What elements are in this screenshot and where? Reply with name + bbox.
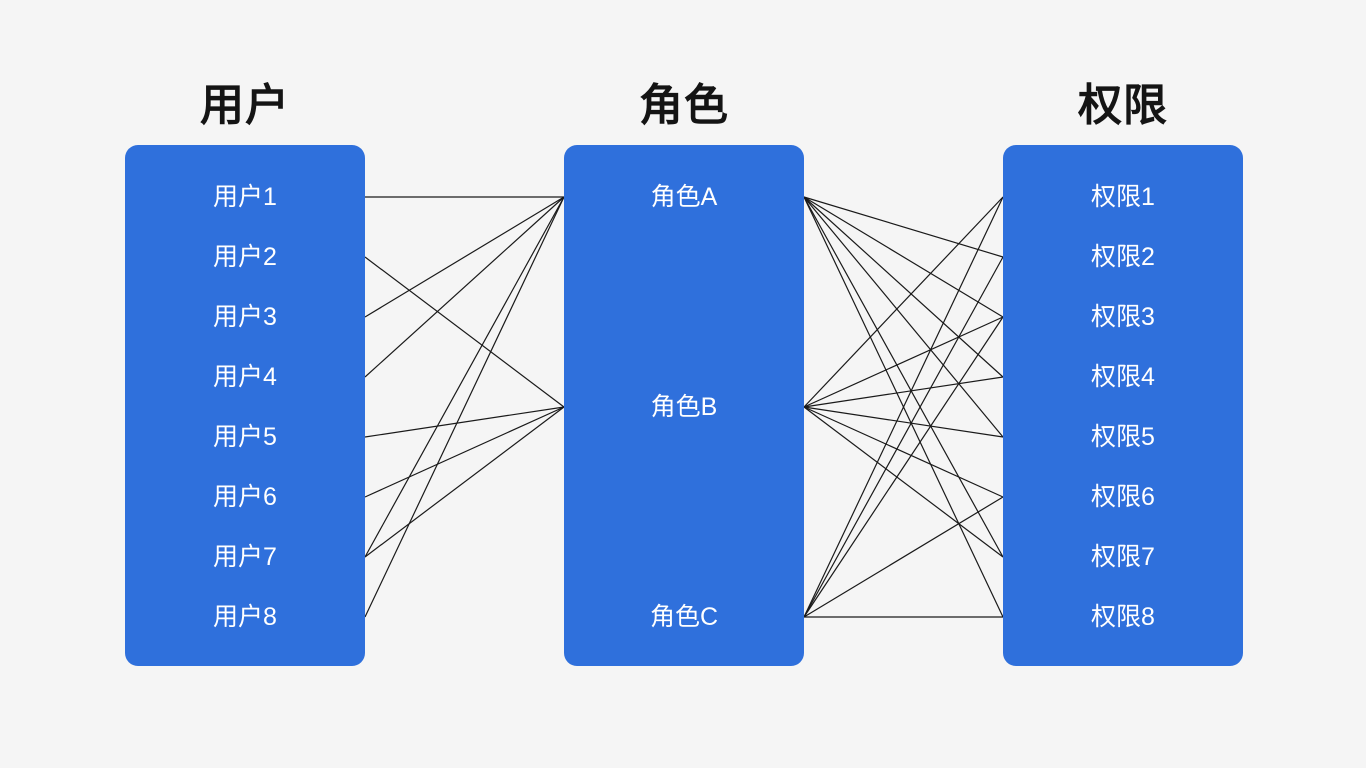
node-p6[interactable]: 权限6 xyxy=(1091,483,1155,511)
node-u3[interactable]: 用户3 xyxy=(213,303,277,331)
panel-users[interactable] xyxy=(125,145,365,666)
edge-rB-p4 xyxy=(803,376,1004,408)
edge-rA-p5 xyxy=(803,196,1004,438)
edge-rB-p3 xyxy=(803,316,1004,408)
edge-u8-rA xyxy=(364,196,565,618)
edge-u2-rB xyxy=(364,256,565,408)
edge-u5-rB xyxy=(364,406,565,438)
node-p8[interactable]: 权限8 xyxy=(1091,603,1155,631)
edge-rB-p6 xyxy=(803,406,1004,498)
panel-roles[interactable] xyxy=(564,145,804,666)
edge-rB-p7 xyxy=(803,406,1004,558)
edge-rA-p3 xyxy=(803,196,1004,318)
column-title-permissions: 权限 xyxy=(1078,81,1168,130)
node-p4[interactable]: 权限4 xyxy=(1091,363,1155,391)
panel-permissions[interactable] xyxy=(1003,145,1243,666)
edge-rA-p4 xyxy=(803,196,1004,378)
node-u8[interactable]: 用户8 xyxy=(213,603,277,631)
node-p5[interactable]: 权限5 xyxy=(1091,423,1155,451)
node-u1[interactable]: 用户1 xyxy=(213,183,277,211)
edge-rB-p1 xyxy=(803,196,1004,408)
node-p7[interactable]: 权限7 xyxy=(1091,543,1155,571)
edge-u7-rA xyxy=(364,196,565,558)
edge-rC-p6 xyxy=(803,496,1004,618)
node-p1[interactable]: 权限1 xyxy=(1091,183,1155,211)
column-title-users: 用户 xyxy=(200,81,290,130)
edge-rC-p3 xyxy=(803,316,1004,618)
edge-rC-p2 xyxy=(803,256,1004,618)
edge-rA-p7 xyxy=(803,196,1004,558)
column-title-roles: 角色 xyxy=(639,81,729,130)
node-p2[interactable]: 权限2 xyxy=(1091,243,1155,271)
node-rB[interactable]: 角色B xyxy=(650,393,718,421)
edge-u3-rA xyxy=(364,196,565,318)
node-rA[interactable]: 角色A xyxy=(650,183,718,211)
node-u7[interactable]: 用户7 xyxy=(213,543,277,571)
node-p3[interactable]: 权限3 xyxy=(1091,303,1155,331)
edge-rA-p2 xyxy=(803,196,1004,258)
node-u6[interactable]: 用户6 xyxy=(213,483,277,511)
node-u5[interactable]: 用户5 xyxy=(213,423,277,451)
edge-u6-rB xyxy=(364,406,565,498)
node-u4[interactable]: 用户4 xyxy=(213,363,277,391)
node-rC[interactable]: 角色C xyxy=(649,603,719,631)
edge-u7-rB xyxy=(364,406,565,558)
node-u2[interactable]: 用户2 xyxy=(213,243,277,271)
edge-rB-p5 xyxy=(803,406,1004,438)
edge-rC-p1 xyxy=(803,196,1004,618)
edge-u4-rA xyxy=(364,196,565,378)
